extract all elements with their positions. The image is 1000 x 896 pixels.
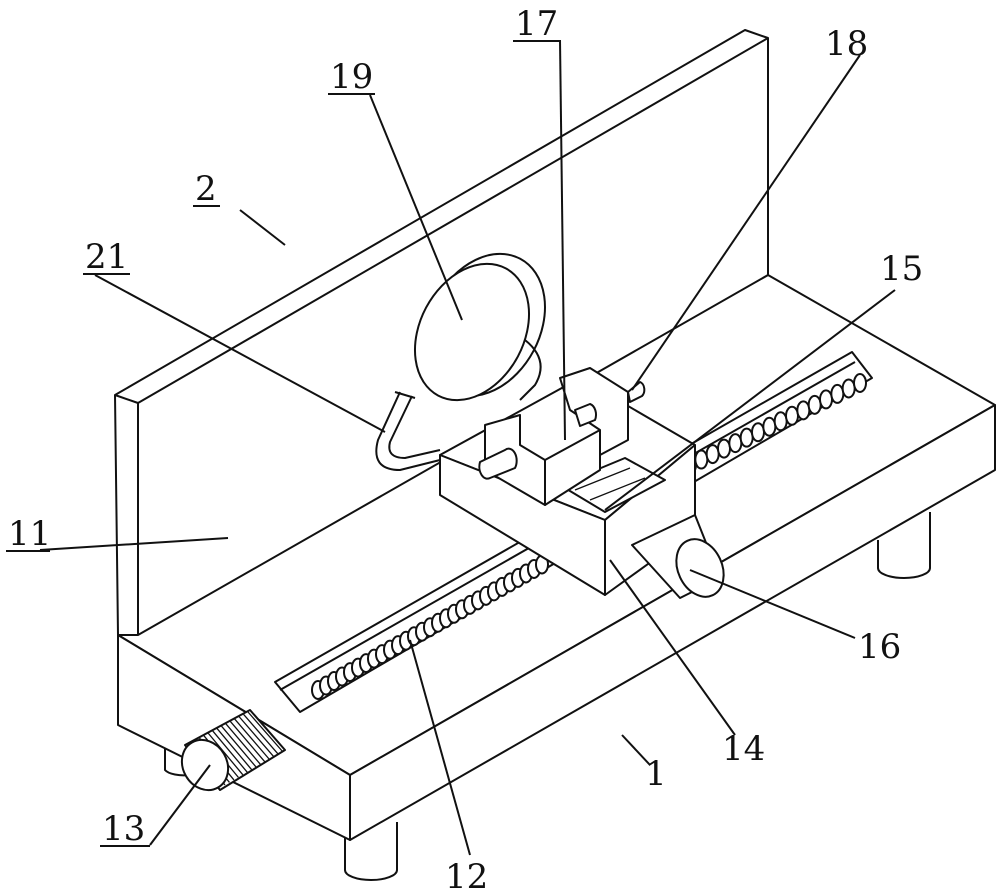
screw-thread bbox=[775, 412, 787, 430]
label-15: 15 bbox=[880, 249, 923, 289]
screw-thread bbox=[752, 423, 764, 441]
screw-thread bbox=[786, 407, 798, 425]
label-18: 18 bbox=[825, 24, 868, 64]
screw-thread bbox=[718, 440, 730, 458]
label-12: 12 bbox=[445, 857, 488, 896]
label-13: 13 bbox=[102, 809, 145, 849]
label-17: 17 bbox=[515, 4, 558, 44]
screw-thread bbox=[831, 385, 843, 403]
screw-thread bbox=[741, 429, 753, 447]
label-16: 16 bbox=[858, 627, 901, 667]
label-21: 21 bbox=[85, 237, 128, 277]
screw-thread bbox=[854, 374, 866, 392]
screw-thread bbox=[729, 434, 741, 452]
label-2: 2 bbox=[195, 169, 217, 209]
label-19: 19 bbox=[330, 57, 373, 97]
label-1: 1 bbox=[645, 754, 667, 794]
label-14: 14 bbox=[722, 729, 765, 769]
screw-thread bbox=[695, 451, 707, 469]
screw-thread bbox=[707, 445, 719, 463]
screw-thread bbox=[843, 379, 855, 397]
screw-thread bbox=[809, 396, 821, 414]
screw-thread bbox=[797, 401, 809, 419]
screw-thread bbox=[820, 390, 832, 408]
label-11: 11 bbox=[8, 514, 51, 554]
screw-thread bbox=[763, 418, 775, 436]
